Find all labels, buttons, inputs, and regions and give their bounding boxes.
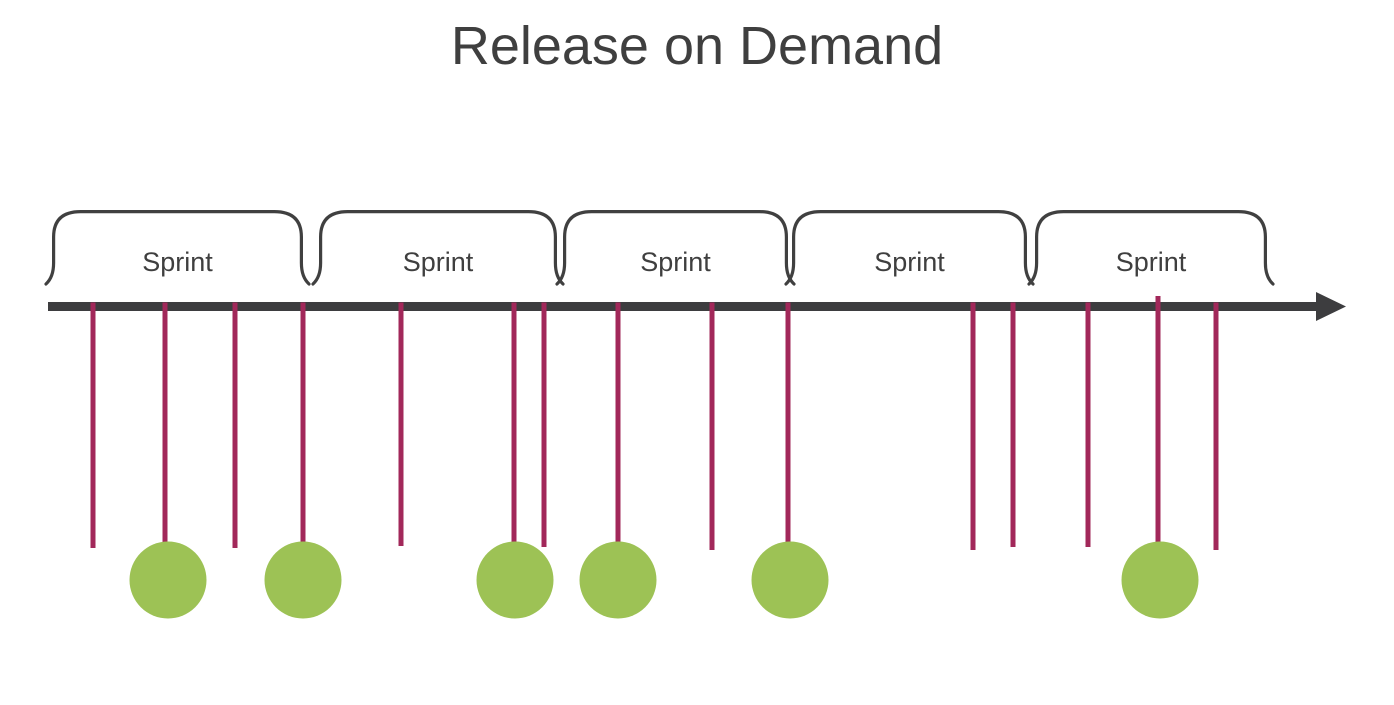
sprint-bracket-3	[555, 210, 796, 286]
feature-drop-line-9	[709, 302, 715, 550]
release-circle-10	[751, 541, 829, 619]
sprint-label-2: Sprint	[403, 247, 474, 277]
feature-drop-line-14	[1155, 296, 1161, 542]
feature-drop-line-11	[970, 302, 976, 550]
feature-drop-line-15	[1213, 302, 1219, 550]
feature-drop-line-13	[1085, 302, 1091, 547]
release-circle-2	[129, 541, 207, 619]
feature-drop-line-2	[162, 302, 168, 542]
feature-drop-line-10	[785, 302, 791, 542]
sprint-label-5: Sprint	[1116, 247, 1187, 277]
feature-drop-line-3	[232, 302, 238, 548]
timeline-arrowhead	[1316, 292, 1346, 321]
release-circle-6	[476, 541, 554, 619]
sprint-bracket-5	[1027, 210, 1275, 286]
sprint-bracket-2	[311, 210, 565, 286]
feature-drop-line-12	[1010, 302, 1016, 547]
sprint-label-3: Sprint	[640, 247, 711, 277]
sprint-bracket-1	[44, 210, 311, 286]
release-circle-4	[264, 541, 342, 619]
feature-drop-line-7	[541, 302, 547, 547]
sprint-label-1: Sprint	[142, 247, 213, 277]
feature-drop-line-1	[90, 302, 96, 548]
feature-drop-line-4	[300, 302, 306, 542]
sprint-label-4: Sprint	[874, 247, 945, 277]
feature-drop-line-8	[615, 302, 621, 542]
timeline-bar	[48, 302, 1318, 311]
page-title: Release on Demand	[450, 16, 944, 76]
sprint-bracket-4	[784, 210, 1035, 286]
feature-drop-line-6	[511, 302, 517, 542]
release-circle-14	[1121, 541, 1199, 619]
feature-drop-line-5	[398, 302, 404, 546]
release-circle-8	[579, 541, 657, 619]
